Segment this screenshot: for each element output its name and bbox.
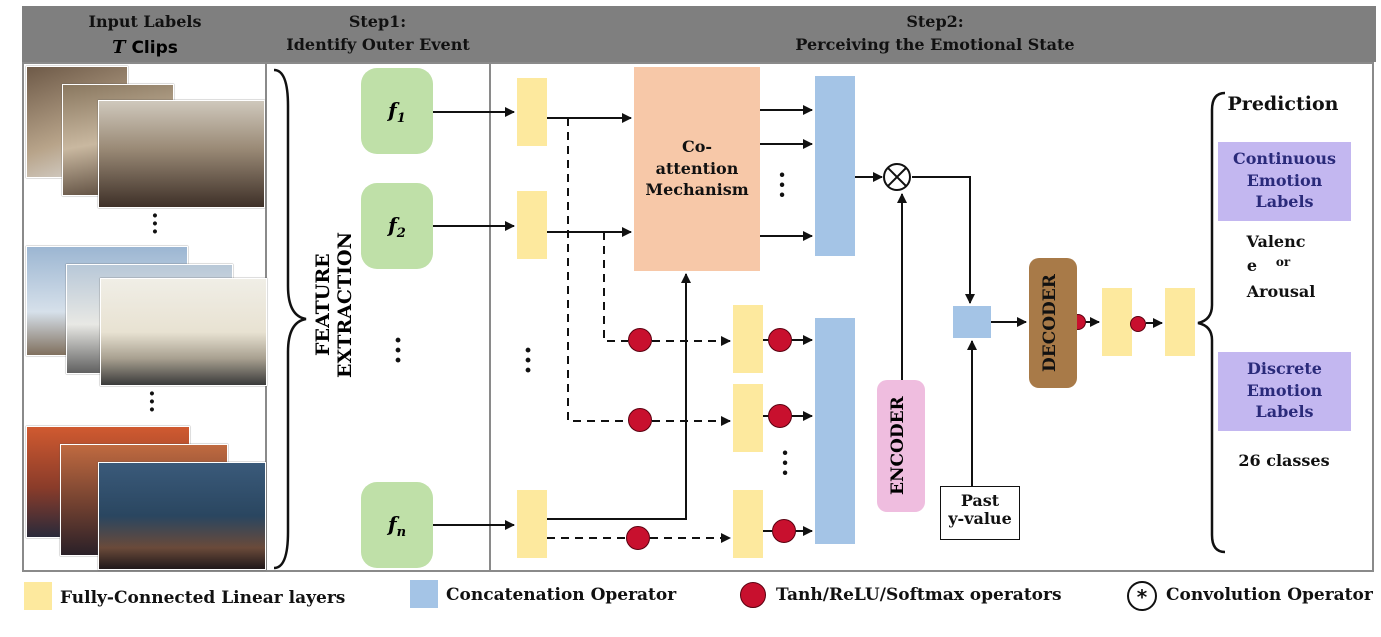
concat-ellipsis-top: ···	[777, 160, 787, 209]
feature-box-fn-label: fn	[387, 512, 407, 540]
clip-photo-1c	[98, 100, 265, 208]
discrete-labels-box: Discrete Emotion Labels	[1218, 352, 1351, 431]
prediction-brace	[1197, 91, 1226, 554]
feature-box-f1-label: f1	[388, 98, 406, 126]
header-band	[22, 6, 1376, 62]
otimes-operator	[883, 163, 911, 191]
classes-text: 26 classes	[1238, 451, 1330, 470]
fc-layer-mid-1	[733, 305, 763, 373]
clip-photo-3c	[98, 462, 266, 570]
valence-text-tail: e	[1246, 256, 1258, 275]
concat-small	[953, 306, 991, 338]
feature-box-f2-label: f2	[388, 213, 406, 241]
encoder-block	[877, 380, 925, 512]
extraction-brace	[273, 68, 307, 570]
activation-dot-3	[628, 408, 652, 432]
continuous-labels-box: Continuous Emotion Labels	[1218, 142, 1351, 221]
activation-dot-6	[772, 519, 796, 543]
fc-layer-post-decoder-1	[1102, 288, 1132, 356]
feature-box-f1: f1	[361, 68, 433, 154]
feature-ellipsis: ···	[393, 326, 403, 376]
activation-dot-2	[768, 328, 792, 352]
coattention-block	[634, 67, 760, 271]
fc-layer-2	[517, 191, 547, 259]
clips-word: Clips	[131, 38, 178, 58]
prediction-title: Prediction	[1227, 93, 1339, 115]
fc-layer-1	[517, 78, 547, 146]
divider-step1-step2	[489, 62, 491, 572]
step2-subtitle: Perceiving the Emotional State	[795, 35, 1075, 54]
legend-conv-label: Convolution Operator	[1166, 585, 1373, 605]
concat-bar-top	[815, 76, 855, 256]
feature-box-fn: fn	[361, 482, 433, 568]
fc-layer-mid-n	[733, 490, 763, 558]
coattention-label: Co- attention Mechanism	[645, 137, 749, 200]
input-labels-title: Input Labels	[88, 12, 202, 31]
legend-fc-swatch	[24, 582, 52, 610]
step1-title: Step1:	[348, 12, 407, 31]
past-value-label: Past y-value	[948, 491, 1012, 529]
clip-photo-2c	[100, 278, 267, 386]
legend-activation-label: Tanh/ReLU/Softmax operators	[776, 585, 1062, 605]
decoder-block	[1029, 258, 1077, 388]
legend-conv-icon: *	[1127, 581, 1157, 611]
activation-dot-4	[768, 404, 792, 428]
legend-fc-label: Fully-Connected Linear layers	[60, 588, 346, 608]
feature-box-f2: f2	[361, 183, 433, 269]
activation-dot-1	[628, 328, 652, 352]
t-symbol: T	[112, 37, 126, 58]
step1-subtitle: Identify Outer Event	[286, 35, 470, 54]
fc-ellipsis-left: ···	[523, 336, 533, 386]
clips-title: T Clips	[40, 37, 250, 58]
or-text: or	[1275, 255, 1291, 269]
svg-text:*: *	[1137, 585, 1148, 609]
fc-layer-mid-2	[733, 384, 763, 452]
past-value-box	[940, 486, 1020, 540]
fc-ellipsis-mid: ···	[780, 438, 790, 487]
clip-ellipsis-1: ···	[151, 203, 159, 245]
legend-concat-label: Concatenation Operator	[446, 585, 677, 605]
activation-dot-8	[1130, 316, 1146, 332]
clip-ellipsis-2: ···	[148, 381, 156, 423]
legend-activation-swatch	[740, 582, 766, 608]
step2-title: Step2:	[906, 12, 964, 31]
activation-dot-5	[626, 526, 650, 550]
legend-concat-swatch	[410, 580, 438, 608]
fc-layer-n	[517, 490, 547, 558]
outer-frame	[22, 62, 1374, 572]
arousal-text: Arousal	[1246, 282, 1316, 301]
fc-layer-post-decoder-2	[1165, 288, 1195, 356]
concat-bar-bottom	[815, 318, 855, 544]
valence-text: Valenc	[1246, 232, 1306, 251]
